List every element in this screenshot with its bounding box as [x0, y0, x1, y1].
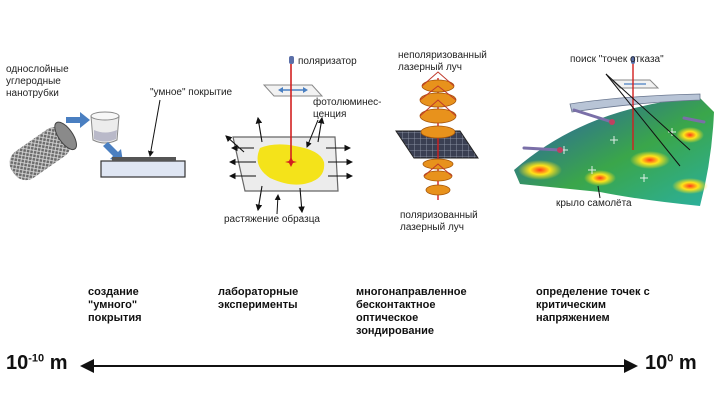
arrow-to-beaker-icon — [66, 112, 90, 128]
polarizer-icon — [262, 56, 324, 97]
aircraft-wing — [514, 93, 714, 206]
failure-points-label: поиск "точек отказа" — [570, 54, 664, 65]
photoluminescence-label: фотолюминес- ценция — [313, 97, 382, 120]
unpolarized-label: неполяризованный лазерный луч — [398, 50, 487, 73]
nanotube-illustration — [9, 121, 77, 181]
polarized-label: поляризованный лазерный луч — [400, 210, 478, 233]
nanotubes-label: однослойные углеродные нанотрубки — [6, 64, 69, 99]
scale-axis — [80, 359, 638, 373]
wing-label: крыло самолёта — [556, 198, 632, 209]
stage-caption-probing: многонаправленное бесконтактное оптическ… — [356, 286, 467, 337]
stage-caption-lab: лабораторные эксперименты — [218, 286, 299, 311]
polarizer-label: поляризатор — [298, 56, 357, 67]
stretch-pointer — [274, 194, 281, 215]
scale-left-label: 10-10 m — [6, 352, 68, 374]
stretch-arrows — [225, 116, 354, 214]
failure-pointer-a — [605, 73, 691, 151]
stage-caption-failure: определение точек с критическим напряжен… — [536, 286, 650, 324]
stretching-label: растяжение образца — [224, 214, 320, 225]
wing-polarizer-icon — [610, 56, 660, 89]
scale-right-label: 100 m — [645, 352, 697, 374]
coating-pointer — [147, 99, 161, 157]
coated-substrate — [100, 157, 186, 178]
wing-pointer — [597, 185, 601, 199]
smart-coating-label: "умное" покрытие — [150, 87, 233, 98]
beaker-icon — [90, 111, 120, 144]
stage-caption-coating: создание "умного" покрытия — [88, 286, 142, 324]
photoluminescence-pointer — [306, 119, 319, 148]
laser-hit-point — [285, 157, 297, 167]
optical-probe — [395, 71, 479, 200]
failure-pointer-b — [605, 73, 681, 167]
lab-sample — [232, 136, 339, 192]
